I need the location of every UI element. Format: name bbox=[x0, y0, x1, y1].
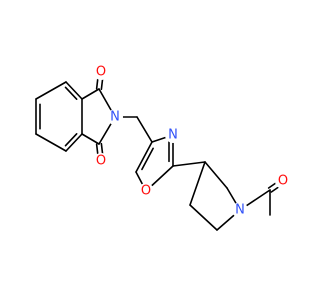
atom-o-top: O bbox=[93, 64, 109, 80]
atom-o-top-label: O bbox=[96, 65, 106, 80]
atom-n-imide: N bbox=[107, 109, 123, 125]
bond-b6-b1 bbox=[35, 81, 67, 100]
bond-b3-b4 bbox=[65, 133, 83, 152]
bond-b5-b6 bbox=[65, 81, 83, 100]
atom-n-oxadiazole-label: N bbox=[168, 128, 178, 143]
bond-b5-c_top bbox=[81, 88, 100, 100]
bond-b5-b6-inner bbox=[64, 86, 78, 100]
atom-n-imide-label: N bbox=[110, 110, 120, 125]
bond-az4-az1 bbox=[189, 161, 206, 206]
atom-o-oxadiazole-label: O bbox=[141, 184, 151, 199]
atom-o-bottom: O bbox=[93, 153, 109, 169]
atom-o-acetyl-label: O bbox=[278, 174, 288, 189]
bond-n2-c3 bbox=[135, 141, 153, 173]
bond-ch2-c3 bbox=[136, 116, 153, 143]
molecule-structure: O N O N O N O bbox=[35, 64, 291, 231]
atom-o-bottom-label: O bbox=[96, 154, 106, 169]
bond-layer bbox=[35, 70, 286, 231]
atom-n-azetidine: N bbox=[232, 202, 248, 218]
bond-n2-c3-inner bbox=[141, 147, 154, 171]
atom-n-oxadiazole: N bbox=[165, 127, 181, 143]
bond-az1-az2 bbox=[204, 161, 228, 189]
atom-n-azetidine-label: N bbox=[235, 203, 245, 218]
atom-label-layer: O N O N O N O bbox=[93, 64, 291, 218]
atom-o-oxadiazole: O bbox=[138, 183, 154, 199]
structure-canvas: O N O N O N O bbox=[35, 64, 291, 231]
bond-b2-b3 bbox=[35, 133, 67, 152]
atom-o-acetyl: O bbox=[275, 173, 291, 189]
bond-c5-az1 bbox=[172, 161, 206, 167]
bond-az3-az4 bbox=[189, 204, 218, 231]
bond-b3-b4-inner bbox=[64, 133, 78, 147]
bond-b4-c_bot bbox=[81, 133, 100, 145]
